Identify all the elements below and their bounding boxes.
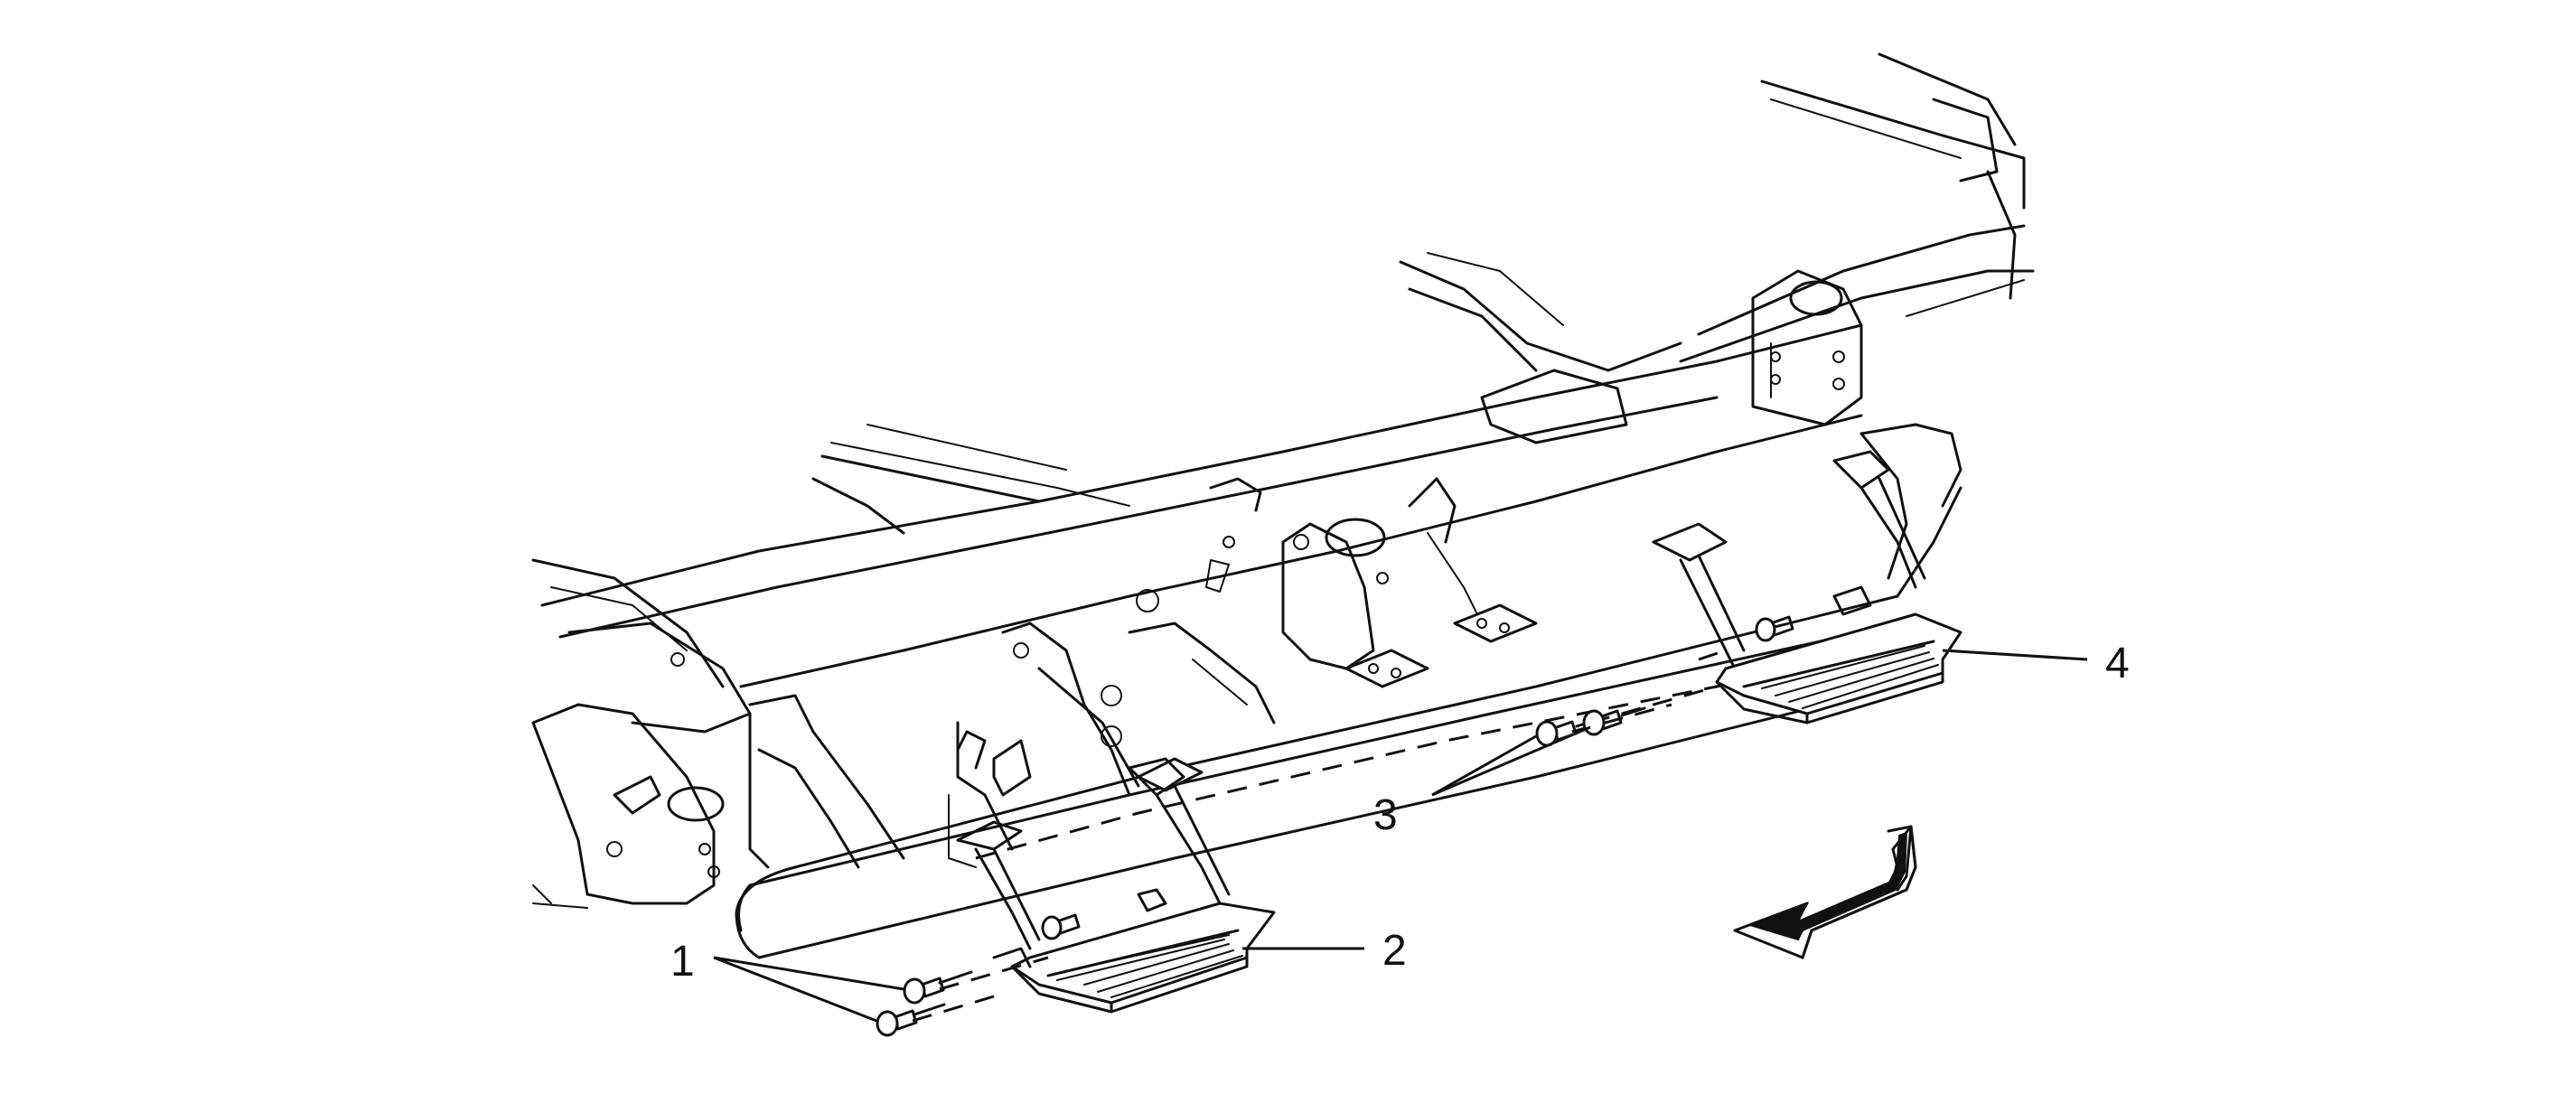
tube-mounting-brackets [1137,603,1538,792]
assist-step-tube [735,423,1962,959]
rear-bolts [1535,615,1794,747]
callout-2: 2 [1382,927,1407,975]
rear-step-pad [1571,450,1962,734]
vehicle-frame [531,52,2035,909]
front-step-pad [912,757,1276,1023]
callout-leaders [713,649,2088,1023]
callout-3: 3 [1373,791,1398,839]
callout-1: 1 [670,938,695,986]
front-bolts [876,913,1081,1037]
callout-4: 4 [2105,640,2130,687]
front-direction-arrow-icon [1733,825,1917,959]
